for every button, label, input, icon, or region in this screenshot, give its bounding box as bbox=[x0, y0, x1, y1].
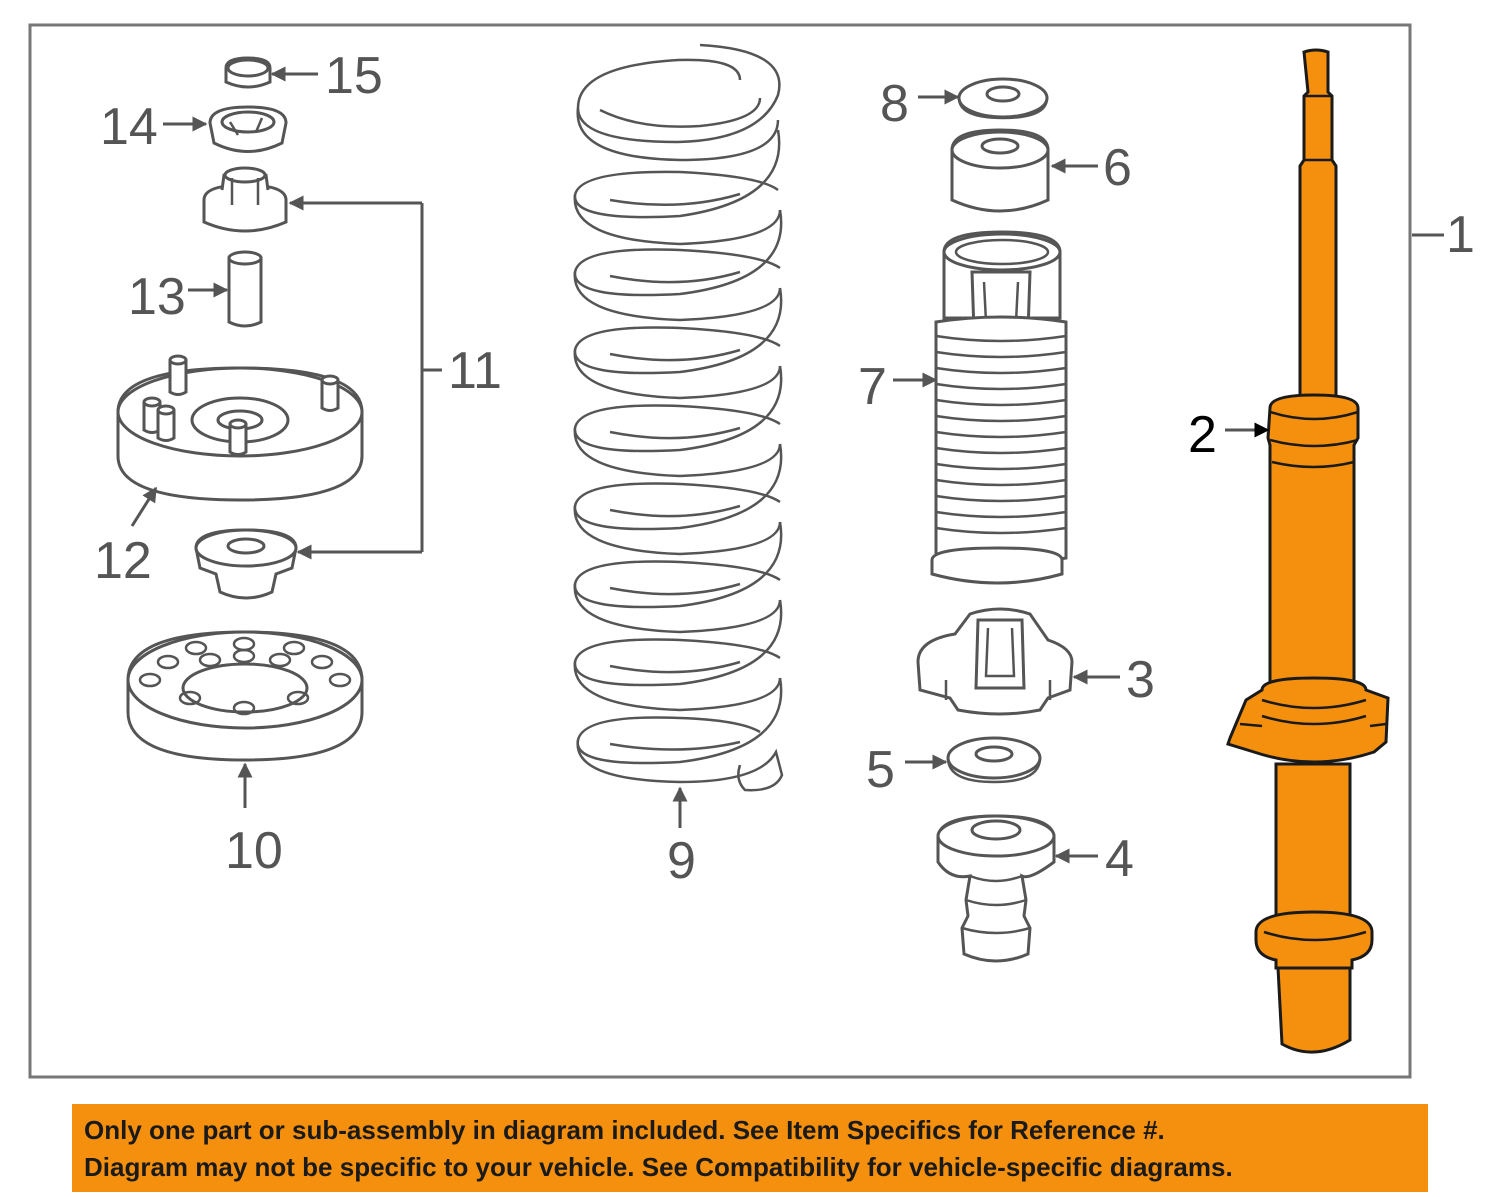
disclaimer-line-1: Only one part or sub-assembly in diagram… bbox=[84, 1115, 1165, 1145]
part-15-cap bbox=[224, 56, 272, 89]
callout-11: 11 bbox=[448, 342, 502, 400]
part-10-spacer bbox=[126, 630, 364, 762]
part-11-lower-bushing bbox=[194, 528, 298, 600]
disclaimer-banner: Only one part or sub-assembly in diagram… bbox=[72, 1104, 1428, 1192]
callout-14: 14 bbox=[100, 98, 158, 156]
parts-diagram: 15 14 13 12 bbox=[28, 23, 1475, 1079]
part-2-shock-strut bbox=[1226, 48, 1390, 1054]
callout-15: 15 bbox=[325, 47, 383, 105]
callout-9: 9 bbox=[667, 832, 696, 890]
callout-6: 6 bbox=[1103, 139, 1132, 197]
callout-2: 2 bbox=[1188, 406, 1217, 464]
part-11-upper-bushing bbox=[202, 166, 288, 233]
callout-7: 7 bbox=[858, 358, 887, 416]
callout-12: 12 bbox=[94, 532, 152, 590]
part-13-sleeve bbox=[227, 250, 263, 328]
diagram-frame bbox=[28, 23, 1412, 1079]
callout-3: 3 bbox=[1126, 651, 1155, 709]
part-5-washer bbox=[946, 736, 1042, 784]
part-8-washer bbox=[957, 77, 1049, 120]
part-6-bushing bbox=[950, 128, 1050, 213]
leader-12 bbox=[130, 486, 158, 527]
part-12-mount bbox=[116, 354, 364, 502]
part-7-dust-boot bbox=[930, 230, 1068, 585]
callout-13: 13 bbox=[128, 268, 186, 326]
part-4-bump-stop bbox=[936, 814, 1056, 963]
part-3-spring-seat bbox=[916, 607, 1074, 716]
disclaimer-line-2: Diagram may not be specific to your vehi… bbox=[84, 1152, 1233, 1182]
callout-4: 4 bbox=[1105, 830, 1134, 888]
part-9-coil-spring bbox=[573, 43, 784, 792]
callout-1: 1 bbox=[1446, 206, 1475, 264]
part-14-washer bbox=[208, 105, 288, 153]
callout-10: 10 bbox=[225, 822, 283, 880]
callout-8: 8 bbox=[880, 75, 909, 133]
callout-5: 5 bbox=[866, 741, 895, 799]
